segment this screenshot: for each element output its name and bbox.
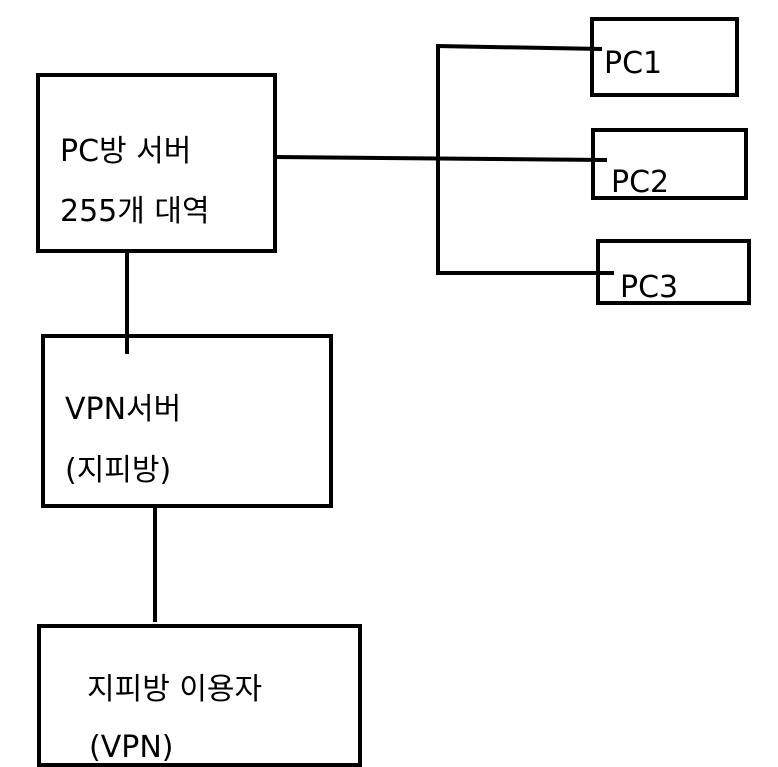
pc3-box: PC3 <box>596 239 751 305</box>
vpn-user-type: (VPN) <box>89 730 174 765</box>
vpn-server-name: (지피방) <box>65 453 172 488</box>
pc3-label: PC3 <box>620 270 679 305</box>
pc2-box: PC2 <box>591 128 748 200</box>
pc-room-server-box: PC방 서버 255개 대역 <box>36 73 277 253</box>
pc-room-server-label: PC방 서버 <box>60 134 192 169</box>
line-server-to-bus <box>273 154 608 163</box>
pc-room-server-range: 255개 대역 <box>60 194 210 229</box>
pc1-label: PC1 <box>604 46 663 81</box>
pc1-box: PC1 <box>590 17 739 97</box>
vpn-server-box: VPN서버 (지피방) <box>41 334 333 508</box>
line-bus-to-pc1 <box>435 43 603 52</box>
vpn-user-box: 지피방 이용자 (VPN) <box>37 624 362 767</box>
pc2-label: PC2 <box>611 165 670 200</box>
vpn-user-label: 지피방 이용자 <box>87 672 263 707</box>
vpn-server-label: VPN서버 <box>65 392 182 427</box>
